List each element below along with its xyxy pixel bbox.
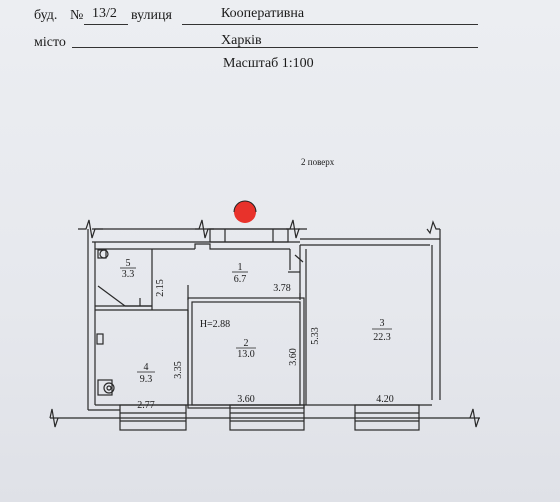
scale-label: Масштаб 1:100 [223, 56, 314, 71]
room-2-area: 13.0 [237, 349, 255, 360]
room-2-number: 2 [244, 338, 249, 349]
room-4-area: 9.3 [140, 374, 153, 385]
dim-room1-width: 3.78 [273, 283, 291, 294]
dim-room2-width: 3.60 [237, 394, 255, 405]
room-5-number: 5 [126, 258, 131, 269]
dim-room3-width: 4.20 [376, 394, 394, 405]
number-sign: № [70, 8, 84, 23]
room-4-number: 4 [144, 362, 149, 373]
city-name: Харків [221, 33, 262, 48]
dim-room3-height: 5.33 [310, 327, 321, 345]
room-3-area: 22.3 [373, 332, 391, 343]
street-underline [182, 24, 478, 25]
street-label: вулиця [131, 8, 172, 23]
ceiling-height: H=2.88 [200, 319, 230, 330]
city-underline [72, 47, 478, 48]
room-3-number: 3 [380, 318, 385, 329]
location-marker [234, 201, 256, 223]
room-1-area: 6.7 [234, 274, 247, 285]
room-5-area: 3.3 [122, 269, 135, 280]
city-label: місто [34, 35, 66, 50]
plan-walls [49, 219, 480, 431]
dim-room4-width: 2.77 [137, 400, 155, 411]
dim-room4-height: 3.35 [173, 361, 184, 379]
dim-room2-height: 3.60 [288, 348, 299, 366]
floor-label: 2 поверх [301, 157, 335, 167]
building-number: 13/2 [92, 6, 117, 21]
number-underline [84, 24, 128, 25]
street-name: Кооперативна [221, 6, 305, 21]
room-1-number: 1 [238, 262, 243, 273]
building-label: буд. [34, 8, 58, 23]
dim-room5-height: 2.15 [155, 279, 166, 297]
